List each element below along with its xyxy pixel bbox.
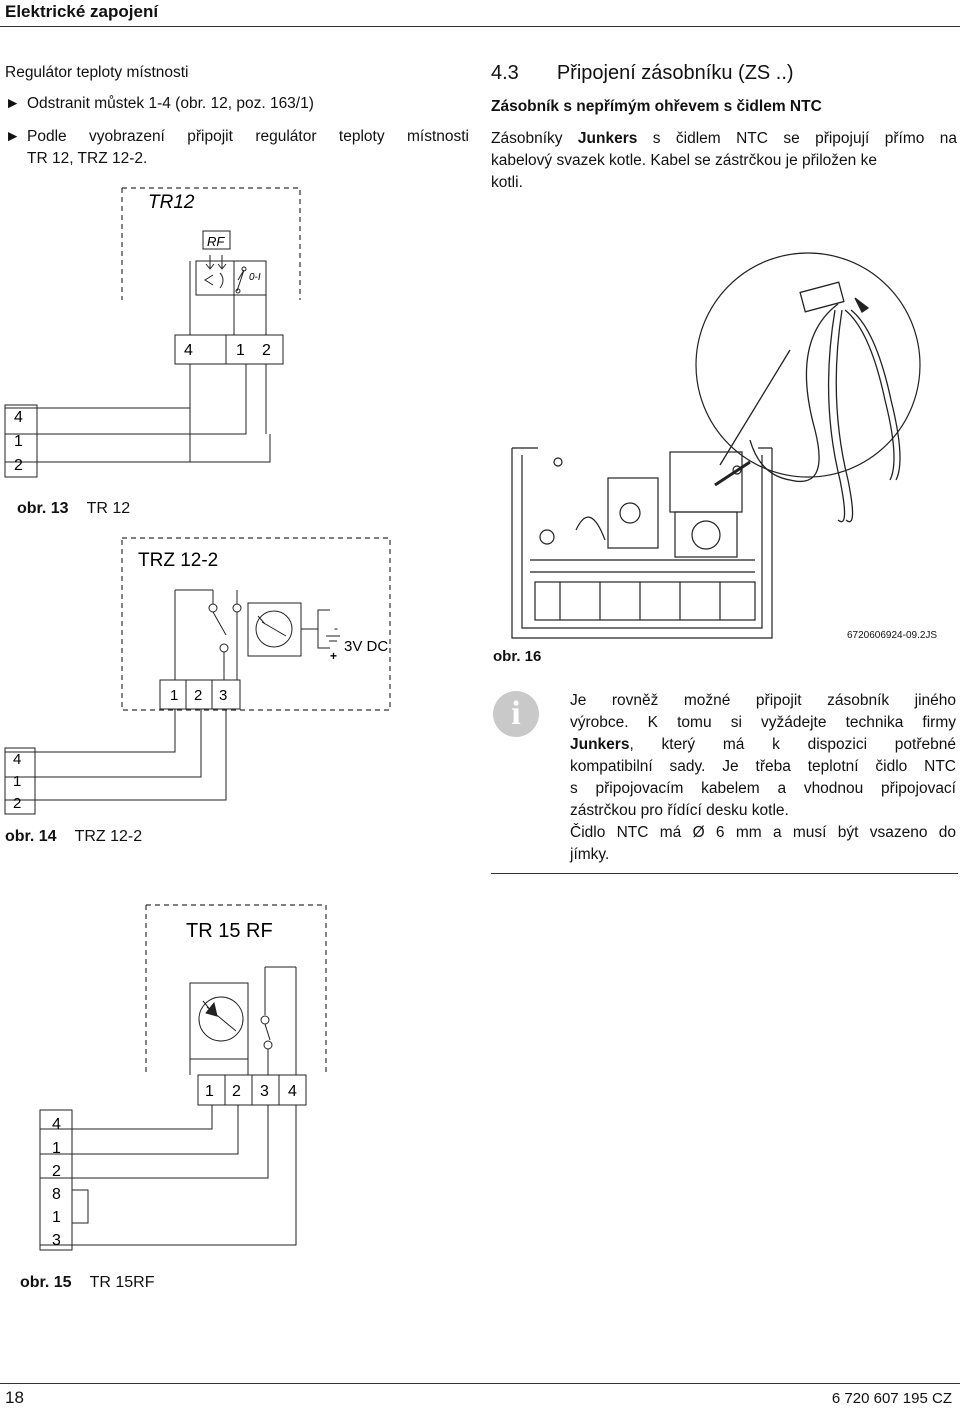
- fig15-caption: obr. 15 TR 15RF: [20, 1274, 154, 1292]
- fig14-minus: -: [334, 621, 338, 635]
- fig16-diagram: [511, 252, 921, 639]
- header-rule: [0, 26, 960, 27]
- fig13-diagram: TR12 RF 0-I 4 1 2 4 1 2: [4, 187, 301, 478]
- fig14-boiler-2: 2: [13, 795, 21, 812]
- fig13-switch-label: 0-I: [249, 272, 261, 283]
- fig13-boiler-2: 2: [14, 457, 23, 474]
- bullet-2-text-2: TR 12, TRZ 12-2.: [27, 150, 148, 167]
- fig15-caption-text: TR 15RF: [89, 1274, 155, 1291]
- fig14-plus: +: [330, 649, 337, 663]
- info-line: Čidlo NTC má Ø 6 mm a musí být vsazeno d…: [570, 824, 956, 841]
- fig15-caption-num: obr. 15: [20, 1274, 72, 1291]
- fig14-caption-num: obr. 14: [5, 828, 57, 845]
- section-number: 4.3: [491, 62, 519, 84]
- fig13-caption: obr. 13 TR 12: [17, 500, 130, 518]
- section-title: Připojení zásobníku (ZS ..): [556, 62, 794, 84]
- info-brand: Junkers: [570, 736, 630, 753]
- left-heading: Regulátor teploty místnosti: [5, 64, 189, 81]
- fig15-device-label: TR 15 RF: [186, 920, 273, 942]
- fig14-terminal-2: 2: [194, 687, 202, 704]
- info-text: Je rovněž možné připojit zásobník jiného…: [570, 690, 956, 866]
- fig16-code: 6720606924-09.2JS: [847, 630, 938, 641]
- fig15-terminal-3: 3: [260, 1083, 269, 1100]
- para-text: kabelový svazek kotle. Kabel se zástrčko…: [491, 152, 877, 169]
- section-subtitle: Zásobník s nepřímým ohřevem s čidlem NTC: [491, 98, 822, 115]
- page-header-title: Elektrické zapojení: [5, 2, 159, 21]
- info-line: kompatibilní sady. Je třeba teplotní čid…: [570, 758, 956, 775]
- fig13-boiler-4: 4: [14, 409, 23, 426]
- info-line: jímky.: [570, 846, 610, 863]
- doc-code: 6 720 607 195 CZ: [831, 1390, 952, 1407]
- info-line: výrobce. K tomu si vyžádejte technika fi…: [570, 714, 956, 731]
- fig14-caption-text: TRZ 12-2: [74, 828, 143, 845]
- fig13-terminal-1: 1: [236, 342, 245, 359]
- bullet-2-text-1: Podle vyobrazení připojit regulátor tepl…: [27, 128, 469, 145]
- fig15-terminal-2: 2: [232, 1083, 241, 1100]
- bullet-arrow-icon: ►: [5, 128, 21, 145]
- page-number: 18: [5, 1388, 24, 1407]
- para-text: s čidlem NTC se připojují přímo na: [637, 130, 957, 147]
- bullet-2: ► Podle vyobrazení připojit regulátor tep…: [5, 126, 469, 170]
- fig15-boiler-2: 2: [52, 1163, 61, 1180]
- fig14-device-label: TRZ 12-2: [138, 550, 218, 571]
- fig16-caption: obr. 16: [493, 648, 542, 665]
- fig15-boiler-1b: 1: [52, 1209, 61, 1226]
- bullet-1-text: Odstranit můstek 1-4 (obr. 12, poz. 163/…: [27, 95, 314, 112]
- fig13-rf-label: RF: [207, 234, 225, 249]
- fig14-diagram: TRZ 12-2 - + 3V DC 1 2 3 4 1 2: [4, 537, 391, 815]
- bullet-arrow-icon: ►: [5, 95, 21, 112]
- fig15-boiler-3: 3: [52, 1232, 61, 1249]
- info-line: Je rovněž možné připojit zásobník jiného: [570, 692, 956, 709]
- fig15-terminal-4: 4: [288, 1083, 297, 1100]
- section-paragraph: Zásobníky Junkers s čidlem NTC se připoj…: [491, 128, 957, 194]
- info-line: s připojovacím kabelem a vhodnou připojo…: [570, 780, 956, 797]
- fig14-terminal-3: 3: [219, 687, 227, 704]
- fig13-boiler-1: 1: [14, 433, 23, 450]
- para-text: Zásobníky: [491, 130, 578, 147]
- fig15-terminal-1: 1: [205, 1083, 214, 1100]
- footer-rule: [0, 1383, 960, 1384]
- bullet-1: ► Odstranit můstek 1-4 (obr. 12, poz. 163…: [5, 93, 314, 115]
- fig13-device-label: TR12: [148, 192, 195, 213]
- fig14-battery-label: 3V DC: [344, 638, 388, 655]
- fig15-diagram: TR 15 RF 1 2 3 4 4 1 2 8 1 3: [39, 904, 327, 1251]
- info-icon: i: [493, 691, 539, 737]
- info-line: zástrčkou pro řídící desku kotle.: [570, 802, 789, 819]
- fig15-boiler-4: 4: [52, 1116, 61, 1133]
- fig13-terminal-4: 4: [184, 342, 193, 359]
- info-line: , který má k dispozici potřebné: [629, 736, 956, 753]
- fig13-caption-num: obr. 13: [17, 500, 69, 517]
- fig13-terminal-2: 2: [262, 342, 271, 359]
- fig14-boiler-1: 1: [13, 773, 21, 790]
- brand-name: Junkers: [577, 130, 638, 147]
- fig15-boiler-1: 1: [52, 1140, 61, 1157]
- para-text: kotli.: [491, 174, 523, 191]
- fig15-boiler-8: 8: [52, 1186, 61, 1203]
- fig14-caption: obr. 14 TRZ 12-2: [5, 828, 142, 846]
- fig13-caption-text: TR 12: [86, 500, 131, 517]
- fig14-terminal-1: 1: [170, 687, 178, 704]
- fig14-boiler-4: 4: [13, 751, 21, 768]
- info-rule: [491, 873, 958, 874]
- section-heading: 4.3 Připojení zásobníku (ZS ..): [491, 62, 794, 85]
